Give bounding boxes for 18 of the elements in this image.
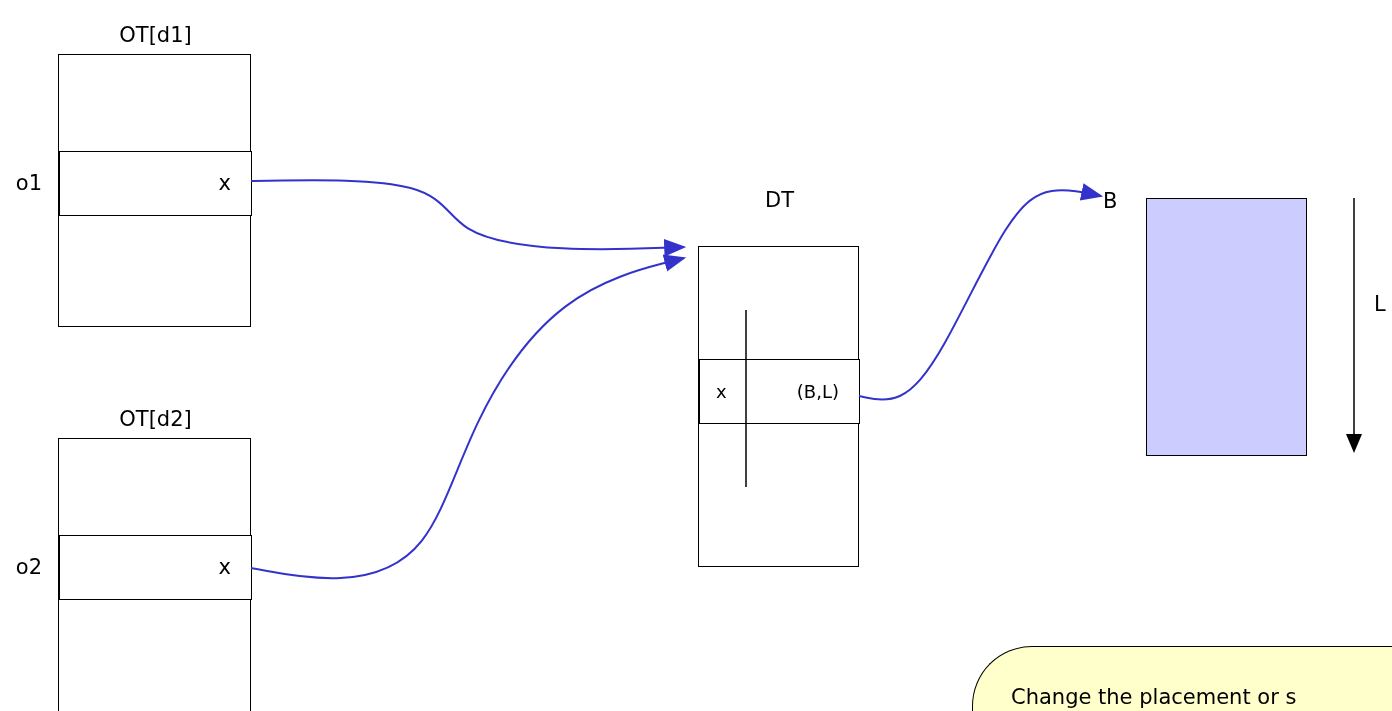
block-label: B	[1103, 188, 1125, 214]
row-value: x	[218, 171, 231, 195]
object-label: o1	[15, 171, 42, 195]
dimension-label: L	[1374, 292, 1386, 316]
table-title: OT[d2]	[118, 407, 193, 431]
arrow	[858, 183, 1104, 401]
row-value: (B,L)	[796, 380, 839, 404]
object-label: o2	[15, 555, 42, 579]
row-value: x	[218, 555, 231, 579]
memory-block	[1146, 198, 1307, 456]
note-text: Change the placement or s	[1011, 685, 1297, 709]
note-callout	[972, 646, 1392, 711]
arrow	[250, 254, 687, 580]
table-title: OT[d1]	[118, 23, 193, 47]
row-key: x	[716, 380, 727, 404]
table-title: DT	[764, 188, 795, 212]
arrow	[250, 179, 687, 257]
table-row	[699, 359, 860, 424]
